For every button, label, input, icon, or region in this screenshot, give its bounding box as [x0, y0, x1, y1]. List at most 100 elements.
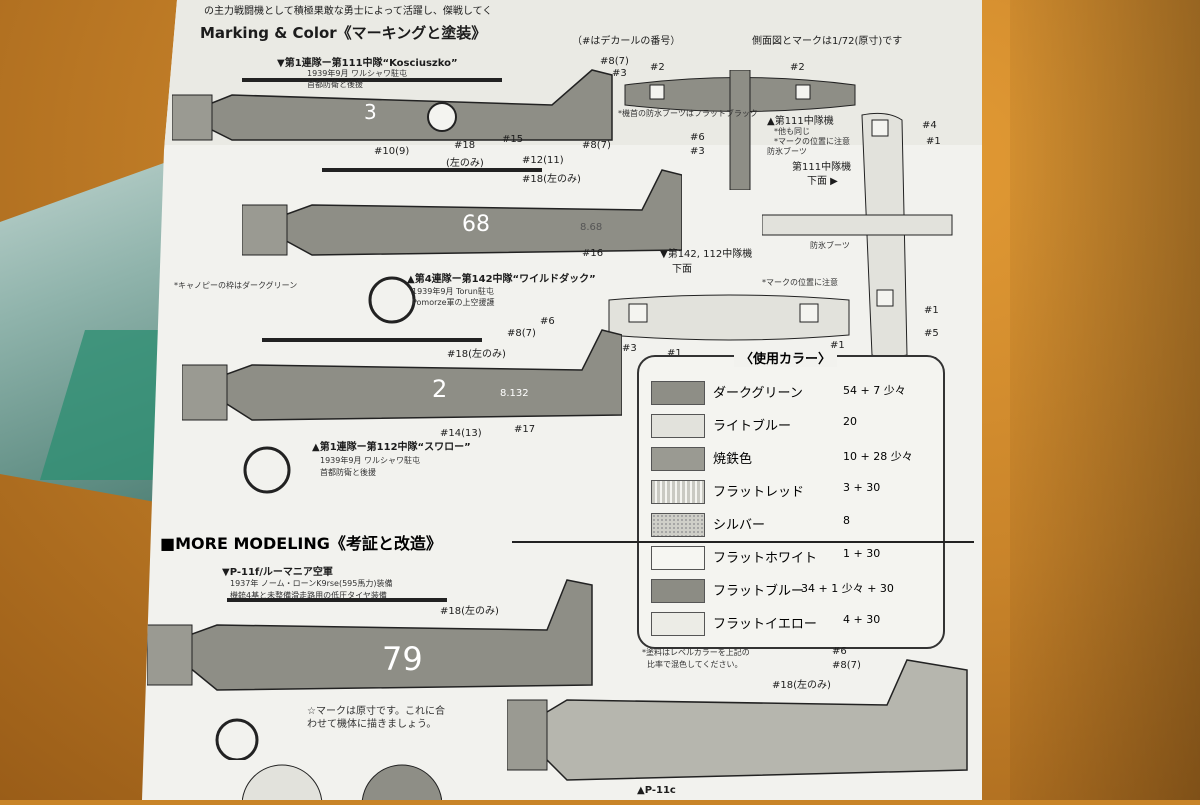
aircraft-2-serial: 8.68: [580, 222, 603, 233]
p11c-side-view: [507, 659, 968, 781]
instruction-sheet: の主力戦闘機として積極果敢な勇士によって活躍し、傑戦してく Marking & …: [142, 0, 982, 800]
aircraft-3-label-18: #18(左のみ): [447, 349, 506, 360]
color-name: シルバー: [713, 518, 766, 533]
legend-row-5: シルバー 8: [651, 511, 936, 537]
aircraft-2-label-18: #18(左のみ): [522, 174, 581, 185]
aircraft-3-serial: 8.132: [500, 388, 529, 399]
color-name: フラットレッド: [713, 485, 805, 500]
color-mix: 34 + 1 少々 + 30: [801, 582, 894, 595]
aircraft-3-label-6: #6: [540, 316, 555, 327]
aircraft-2-label-16: #16: [582, 248, 604, 259]
unit111-sub2: *マークの位置に注意: [774, 137, 850, 146]
legend-row-7: フラットブルー 34 + 1 少々 + 30: [651, 577, 936, 603]
aircraft-1-label-18: #18: [454, 140, 476, 151]
cloth-fold-shadow: [1010, 0, 1200, 800]
unit142-bottom-label: 下面: [672, 264, 692, 275]
right-label-1c: #1: [830, 340, 845, 351]
swatch-burnt-iron: [651, 447, 705, 471]
legend-row-2: ライトブルー 20: [651, 412, 936, 438]
roundel-marks: [242, 764, 442, 800]
color-mix: 3 + 30: [843, 481, 881, 494]
p11f-number: 79: [382, 640, 423, 678]
color-name: フラットホワイト: [713, 551, 818, 566]
aircraft-3-note1: 1939年9月 ワルシャワ駐屯: [320, 456, 420, 465]
right-label-1b: #1: [667, 348, 682, 359]
aircraft-2-label-6: #6: [690, 132, 705, 143]
p11c-label-6: #6: [832, 646, 847, 657]
aircraft-1-label-15: #15: [502, 134, 524, 145]
swatch-silver: [651, 513, 705, 537]
unit111-label: ▲第111中隊機: [767, 116, 834, 127]
aircraft-1-note2: 首都防衛と後援: [307, 80, 363, 89]
color-name: フラットイエロー: [713, 617, 817, 632]
decal-note: （#はデカールの番号）: [572, 36, 681, 47]
aircraft-2-number: 68: [462, 212, 490, 237]
unit111-sub1: *他も同じ: [774, 127, 810, 136]
aircraft-1-label-8: #8(7): [600, 56, 629, 67]
swatch-flat-yellow: [651, 612, 705, 636]
legend-title: 〈使用カラー〉: [734, 348, 838, 367]
canopy-note: *キャノピーの枠はダークグリーン: [174, 281, 298, 290]
swatch-flat-red: [651, 480, 705, 504]
right-label-1d: #1: [924, 305, 939, 316]
aircraft-1-label-3: #3: [612, 68, 627, 79]
legend-footnote-2: 比率で混色してください。: [647, 660, 743, 669]
aircraft-1-label-left: (左のみ): [446, 158, 484, 169]
color-name: ダークグリーン: [713, 386, 803, 401]
aircraft-1-label-2a: #2: [650, 62, 665, 73]
legend-footnote-1: *塗料はレベルカラーを上記の: [642, 648, 750, 657]
legend-row-4: フラットレッド 3 + 30: [651, 478, 936, 504]
aircraft-3-side-view: [182, 329, 622, 494]
aircraft-right-bottom-view: [762, 112, 953, 358]
mark-note-2: わせて機体に描きましょう。: [307, 719, 437, 730]
color-legend: 〈使用カラー〉 ダークグリーン 54 + 7 少々 ライトブルー 20 焼鉄色 …: [637, 348, 945, 649]
aircraft-2-label-3: #3: [690, 146, 705, 157]
aircraft-1-side-view: [172, 69, 613, 141]
aircraft-3-caption: ▲第1連隊ー第112中隊“スワロー”: [312, 442, 471, 453]
right-label-4: #4: [922, 120, 937, 131]
aircraft-1-label-2b: #2: [790, 62, 805, 73]
p11c-label-18: #18(左のみ): [772, 680, 831, 691]
aircraft-2-bottom-view: [608, 294, 850, 341]
aircraft-2-caption: ▲第4連隊ー第142中隊“ワイルドダック”: [407, 274, 596, 285]
swatch-flat-blue: [651, 579, 705, 603]
aircraft-3-label-17: #17: [514, 424, 536, 435]
aircraft-1-top-view: [624, 70, 856, 190]
right-label-1a: #1: [926, 136, 941, 147]
aircraft-1-caption: ▼第1連隊ー第111中隊“Kosciuszko”: [277, 58, 458, 69]
color-mix: 4 + 30: [843, 613, 881, 626]
aircraft-3-number: 2: [432, 375, 448, 403]
p11c-label-8: #8(7): [832, 660, 861, 671]
aircraft-2-side-view: [242, 168, 682, 324]
aircraft-1-number: 3: [364, 100, 377, 124]
section-divider: [512, 541, 974, 543]
swatch-dark-green: [651, 381, 705, 405]
aircraft-2-label-12: #12(11): [522, 155, 564, 166]
color-name: 焼鉄色: [713, 452, 753, 467]
color-name: フラットブルー: [713, 584, 805, 599]
color-mix: 8: [843, 514, 850, 527]
swatch-light-blue: [651, 414, 705, 438]
top-text: の主力戦闘機として積極果敢な勇士によって活躍し、傑戦してく: [204, 6, 493, 17]
color-mix: 10 + 28 少々: [843, 450, 913, 463]
aircraft-2-note2: Pomorze軍の上空援護: [412, 298, 495, 307]
legend-row-3: 焼鉄色 10 + 28 少々: [651, 445, 936, 471]
mark-note-1: ☆マークは原寸です。これに合: [307, 706, 445, 717]
aircraft-2-label-8: #8(7): [582, 140, 611, 151]
legend-row-1: ダークグリーン 54 + 7 少々: [651, 379, 936, 405]
color-mix: 1 + 30: [843, 547, 881, 560]
boot-label-1: 防氷ブーツ: [767, 147, 807, 156]
scale-note: 側面図とマークは1/72(原寸)です: [752, 36, 903, 47]
p11f-side-view: [147, 579, 593, 760]
more-modeling-title: ■MORE MODELING《考証と改造》: [160, 534, 442, 553]
right-label-5: #5: [924, 328, 939, 339]
page-title: Marking & Color《マーキングと塗装》: [200, 24, 487, 42]
aircraft-2-note1: 1939年9月 Torun駐屯: [412, 287, 494, 296]
mark-position-note: *マークの位置に注意: [762, 278, 838, 287]
p11c-caption: ▲P-11c: [637, 785, 676, 796]
color-mix: 54 + 7 少々: [843, 384, 906, 397]
p11f-note1: 1937年 ノーム・ローンK9rse(595馬力)装備: [230, 579, 393, 588]
aircraft-1-note1: 1939年9月 ワルシャワ駐屯: [307, 69, 407, 78]
color-mix: 20: [843, 415, 857, 428]
color-name: ライトブルー: [713, 419, 792, 434]
